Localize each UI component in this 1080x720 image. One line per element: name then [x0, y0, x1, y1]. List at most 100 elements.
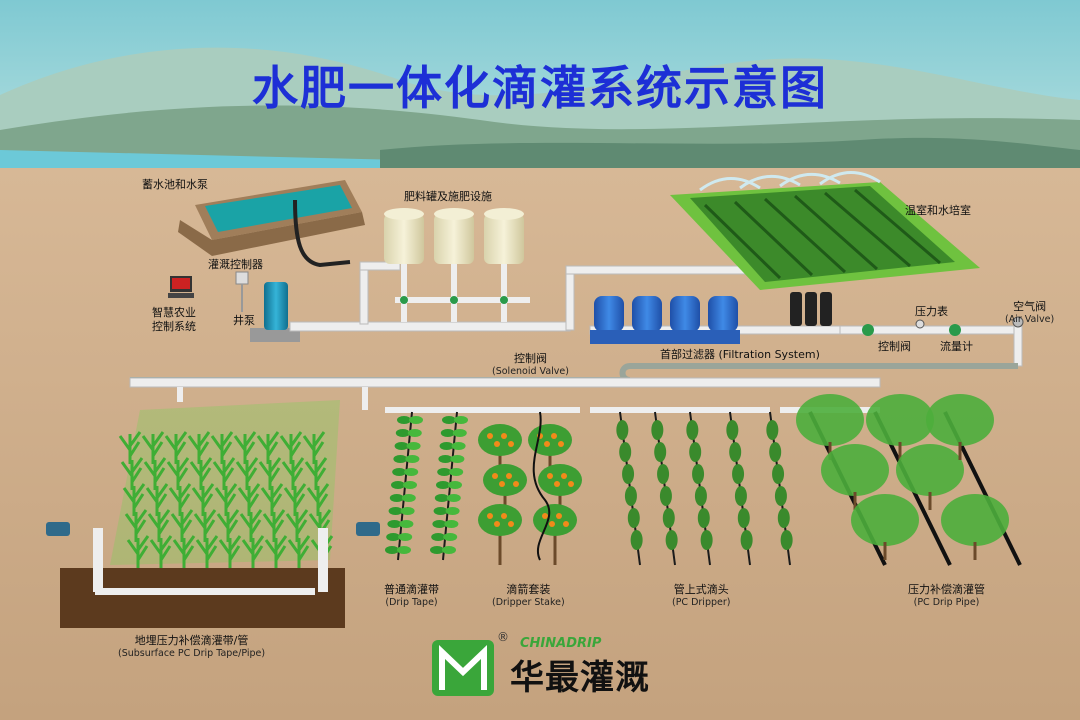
computer-icon: [168, 276, 194, 298]
dripper-stake-cn: 滴箭套装: [506, 583, 551, 596]
lettuce-leaf: [440, 429, 455, 437]
orange-fruit: [556, 513, 562, 519]
lettuce-leaf: [397, 416, 411, 424]
label-dripper-stake: 滴箭套装 (Dripper Stake): [492, 583, 565, 609]
vine-leaf: [689, 442, 702, 462]
lettuce-leaf: [451, 442, 466, 450]
label-smart-agri-2: 控制系统: [152, 320, 196, 333]
logo-registered: ®: [497, 630, 509, 644]
corn-plant: [239, 509, 263, 542]
intake-hose: [293, 199, 351, 268]
corn-plant: [285, 509, 309, 542]
lettuce-leaf: [397, 546, 411, 554]
tree-canopy: [926, 394, 994, 446]
orange-fruit: [499, 481, 505, 487]
corn-plant: [233, 431, 257, 464]
subsurface-riser-right: [318, 528, 328, 592]
corn-plant: [120, 457, 144, 490]
pc-dripper-vines: [616, 411, 793, 566]
fertilizer-tanks: [384, 208, 524, 264]
filter-top-manifold: [565, 265, 747, 275]
vine-leaf: [686, 420, 699, 440]
label-greenhouse: 温室和水培室: [905, 204, 971, 217]
orange-fruit: [558, 441, 564, 447]
orange-fruit: [494, 441, 500, 447]
orange-fruit: [508, 521, 514, 527]
corn-plant: [237, 483, 261, 516]
subsurface-pipe: [95, 588, 315, 595]
corn-plant: [306, 483, 330, 516]
corn-plant: [164, 431, 188, 464]
corn-plant: [304, 457, 328, 490]
vine-leaf: [694, 486, 707, 506]
corn-plant: [308, 509, 332, 542]
lettuce-leaf: [406, 442, 421, 450]
filter-riser: [565, 269, 575, 331]
vine-leaf: [772, 464, 785, 484]
meter-valves: [862, 316, 1024, 336]
lettuce-leaf: [454, 416, 468, 424]
sand-filters: [590, 296, 740, 344]
vine-leaf: [700, 530, 713, 550]
lettuce-leaf: [409, 416, 423, 424]
corn-plant: [281, 457, 305, 490]
vine-leaf: [619, 442, 632, 462]
lettuce-leaf: [442, 416, 456, 424]
lettuce-leaf: [388, 507, 403, 515]
label-irrigation-controller: 灌溉控制器: [208, 258, 263, 271]
vine-leaf: [734, 486, 747, 506]
corn-plant: [241, 535, 265, 568]
orange-fruit: [561, 473, 567, 479]
lettuce-leaf: [437, 468, 452, 476]
label-pc-dripper: 管上式滴头 (PC Dripper): [672, 583, 730, 609]
vine-leaf: [737, 508, 750, 528]
vine-leaf: [627, 508, 640, 528]
tree-canopy: [851, 494, 919, 546]
reservoir: [178, 180, 365, 256]
lettuce-leaf: [405, 455, 420, 463]
lettuce-leaf: [444, 520, 459, 528]
tree-canopy: [941, 494, 1009, 546]
pump-base: [250, 328, 300, 342]
lettuce-leaf: [433, 507, 448, 515]
corn-plant: [283, 483, 307, 516]
page-title: 水肥一体化滴灌系统示意图: [252, 61, 828, 115]
tree-canopy: [483, 464, 527, 496]
air-valve-en: (Air Valve): [1005, 314, 1055, 325]
field-main-pipe: [129, 377, 881, 388]
corn-plant: [262, 509, 286, 542]
lettuce-leaf: [394, 442, 409, 450]
vine-leaf: [622, 464, 635, 484]
pc-pipe-cn: 压力补偿滴灌管: [908, 583, 985, 596]
vine-leaf: [654, 442, 667, 462]
tree-canopy: [538, 464, 582, 496]
corn-plant: [187, 431, 211, 464]
lettuce-leaf: [449, 468, 464, 476]
soil-cross-section: [60, 568, 345, 628]
corn-plant: [193, 509, 217, 542]
lettuce-leaf: [430, 546, 444, 554]
corn-plant: [189, 457, 213, 490]
solenoid-cn: 控制阀: [513, 352, 547, 365]
vine-leaf: [665, 530, 678, 550]
lettuce-leaf: [401, 494, 416, 502]
corn-plant: [126, 535, 150, 568]
tree-canopy: [478, 424, 522, 456]
orange-fruit: [551, 433, 557, 439]
lettuce-leaf: [439, 442, 454, 450]
lettuce-leaf: [391, 481, 405, 489]
corn-plant: [264, 535, 288, 568]
lettuce-leaf: [438, 455, 453, 463]
lettuce-leaf: [403, 481, 417, 489]
vine-leaf: [662, 508, 675, 528]
lettuce-leaf: [434, 494, 449, 502]
well-pump: [264, 282, 288, 330]
logo-brand-en: CHINADRIP: [520, 636, 602, 651]
main-pipe-drop: [1013, 325, 1023, 367]
corn-plant: [170, 509, 194, 542]
lettuce-leaf: [436, 481, 450, 489]
tree-canopy: [533, 504, 577, 536]
orange-fruit: [568, 481, 574, 487]
